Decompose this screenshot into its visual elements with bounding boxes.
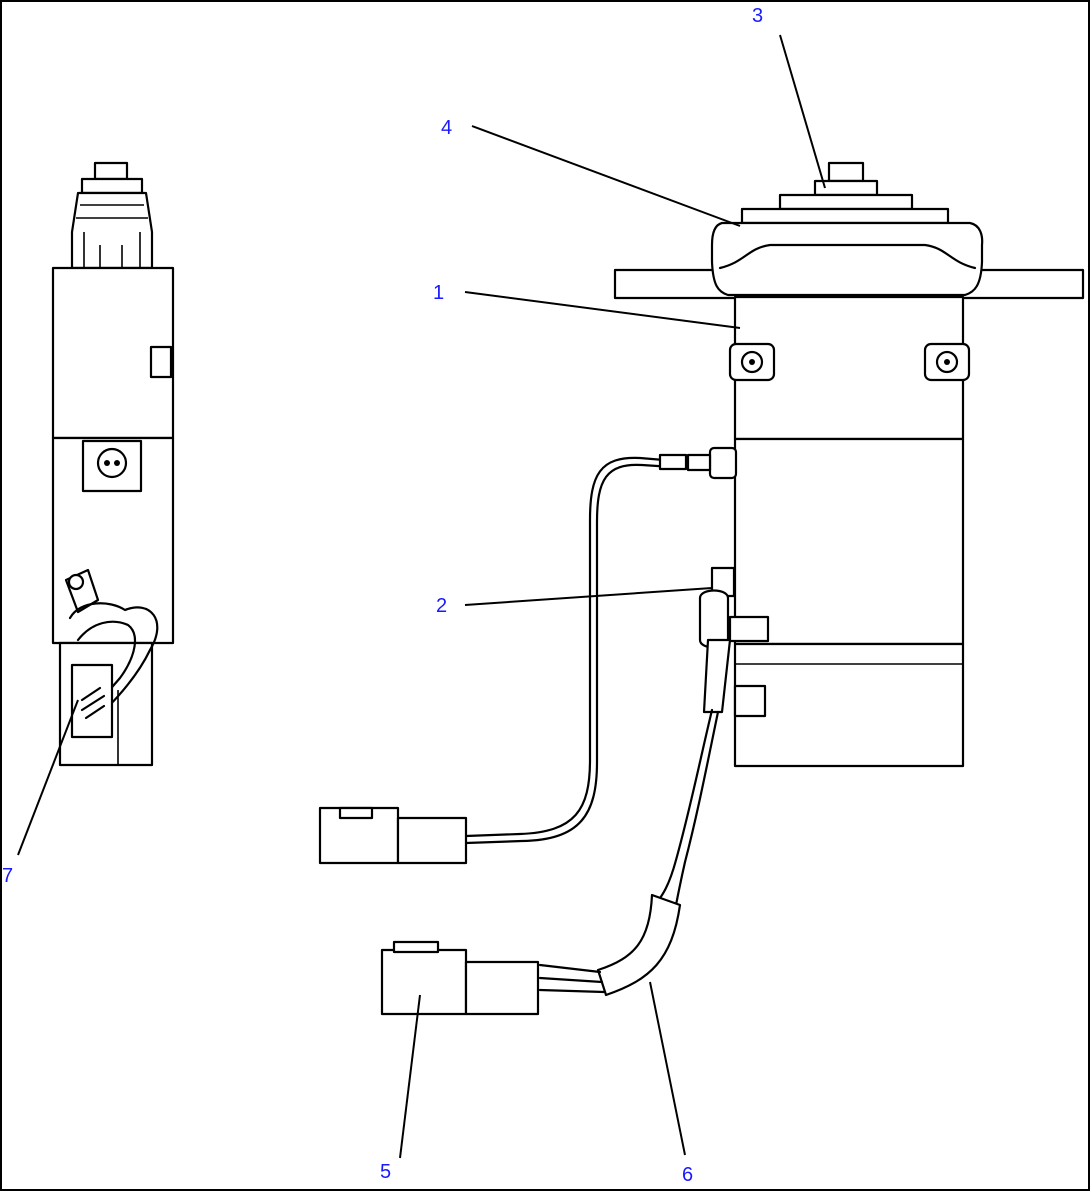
leader-line-5 [399, 994, 421, 1159]
leader-line-4 [471, 125, 741, 227]
leader-line-2 [464, 587, 713, 606]
side-view-valve [51, 161, 175, 767]
leader-line-1 [464, 291, 741, 329]
leader-line-6 [649, 981, 686, 1156]
callout-4: 4 [441, 117, 452, 139]
callout-7: 7 [2, 865, 13, 887]
leader-line-7 [17, 699, 79, 856]
callout-2: 2 [436, 595, 447, 617]
front-view-valve [613, 161, 1085, 768]
callout-6: 6 [682, 1164, 693, 1186]
lower-harness [380, 708, 720, 1016]
callout-3: 3 [752, 5, 763, 27]
callout-1: 1 [433, 282, 444, 304]
callout-5: 5 [380, 1161, 391, 1183]
sensor-harness [318, 453, 690, 865]
leader-line-3 [779, 34, 826, 189]
